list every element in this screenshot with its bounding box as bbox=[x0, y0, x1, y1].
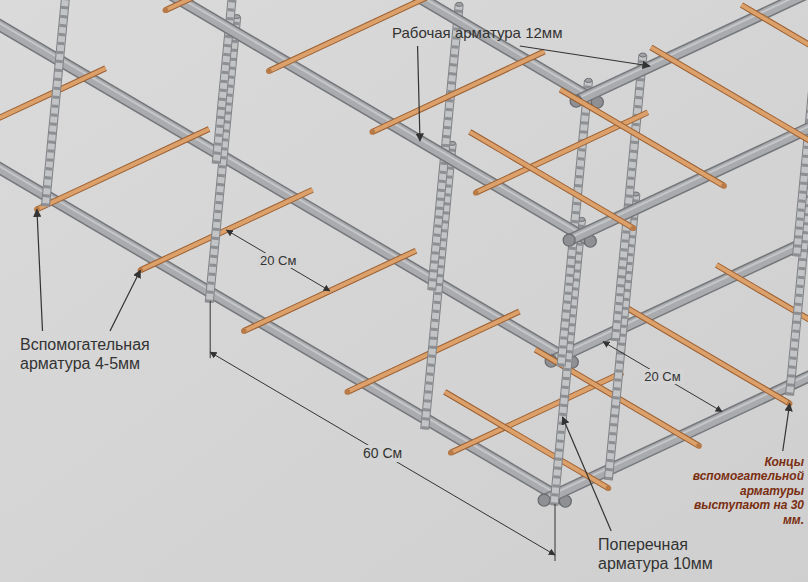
leader-line bbox=[37, 209, 43, 331]
rod-end bbox=[606, 485, 612, 491]
leader-line bbox=[110, 270, 140, 331]
rebar-highlight bbox=[0, 0, 590, 239]
dimension-label: 60 См bbox=[360, 445, 405, 462]
leader-line bbox=[520, 46, 650, 66]
rebar-highlight bbox=[576, 0, 808, 99]
auxiliary-rod bbox=[165, 0, 337, 10]
rebar-highlight bbox=[0, 0, 597, 100]
rod-outline bbox=[445, 392, 609, 488]
transverse-rebar bbox=[45, 0, 73, 206]
rod-end bbox=[721, 183, 727, 189]
rebar-end bbox=[456, 2, 463, 6]
working-rebar bbox=[0, 0, 590, 241]
dimension-label: 20 См bbox=[641, 369, 683, 385]
auxiliary-rod bbox=[742, 5, 808, 101]
extension-line bbox=[555, 504, 556, 561]
rod-outline bbox=[37, 129, 209, 209]
rebar-outline bbox=[576, 0, 808, 101]
auxiliary-rod bbox=[651, 47, 808, 143]
rod-outline bbox=[626, 307, 790, 403]
rod-outline bbox=[165, 0, 337, 10]
transverse-rebar bbox=[615, 55, 643, 341]
rod-end bbox=[163, 7, 169, 13]
leader-line bbox=[563, 417, 612, 531]
leader-line bbox=[783, 404, 790, 451]
stirrup-outline bbox=[615, 55, 643, 341]
dimension-line bbox=[226, 230, 329, 291]
rod-end bbox=[241, 328, 247, 334]
rod-outline bbox=[651, 47, 808, 143]
rebar-end bbox=[585, 78, 592, 82]
rebar-end bbox=[538, 494, 550, 506]
rod-end bbox=[266, 68, 272, 74]
callout-label: Вспомогательная арматура 4-5мм bbox=[20, 335, 170, 373]
rebar-ribs bbox=[45, 0, 73, 206]
working-rebar bbox=[0, 0, 597, 102]
rebar-end bbox=[563, 234, 575, 246]
rebar-end bbox=[639, 53, 646, 57]
dimension-line bbox=[603, 342, 722, 412]
rebar-outline bbox=[0, 0, 597, 102]
rebar-outline bbox=[551, 170, 808, 361]
rebar-highlight bbox=[551, 168, 808, 359]
rod-end bbox=[473, 190, 479, 196]
rod-end bbox=[631, 225, 637, 231]
rod-end bbox=[344, 389, 350, 395]
extension-line bbox=[210, 301, 211, 358]
auxiliary-rod bbox=[445, 392, 609, 488]
auxiliary-rod bbox=[560, 90, 724, 186]
working-rebar bbox=[551, 170, 808, 361]
working-rebar bbox=[576, 0, 808, 101]
stirrup-outline bbox=[45, 0, 73, 206]
auxiliary-rod bbox=[37, 129, 209, 209]
rod-end bbox=[448, 450, 454, 456]
dimension-label: 20 См bbox=[257, 253, 299, 269]
note-label: Концы вспомогательной арматуры выступают… bbox=[686, 455, 804, 527]
auxiliary-rod bbox=[372, 52, 544, 132]
callout-label: Поперечная арматура 10мм bbox=[598, 535, 730, 573]
auxiliary-rod bbox=[626, 307, 790, 403]
rod-outline bbox=[470, 132, 634, 228]
rod-outline bbox=[742, 5, 808, 101]
rod-end bbox=[696, 443, 702, 449]
rod-outline bbox=[560, 90, 724, 186]
rebar-outline bbox=[0, 0, 590, 241]
leader-line bbox=[418, 46, 420, 141]
rod-end bbox=[369, 129, 375, 135]
rod-outline bbox=[372, 52, 544, 132]
rebar-ribs bbox=[615, 55, 643, 341]
callout-label: Рабочая арматура 12мм bbox=[392, 24, 562, 42]
auxiliary-rod bbox=[470, 132, 634, 228]
dimension-line bbox=[210, 352, 555, 555]
